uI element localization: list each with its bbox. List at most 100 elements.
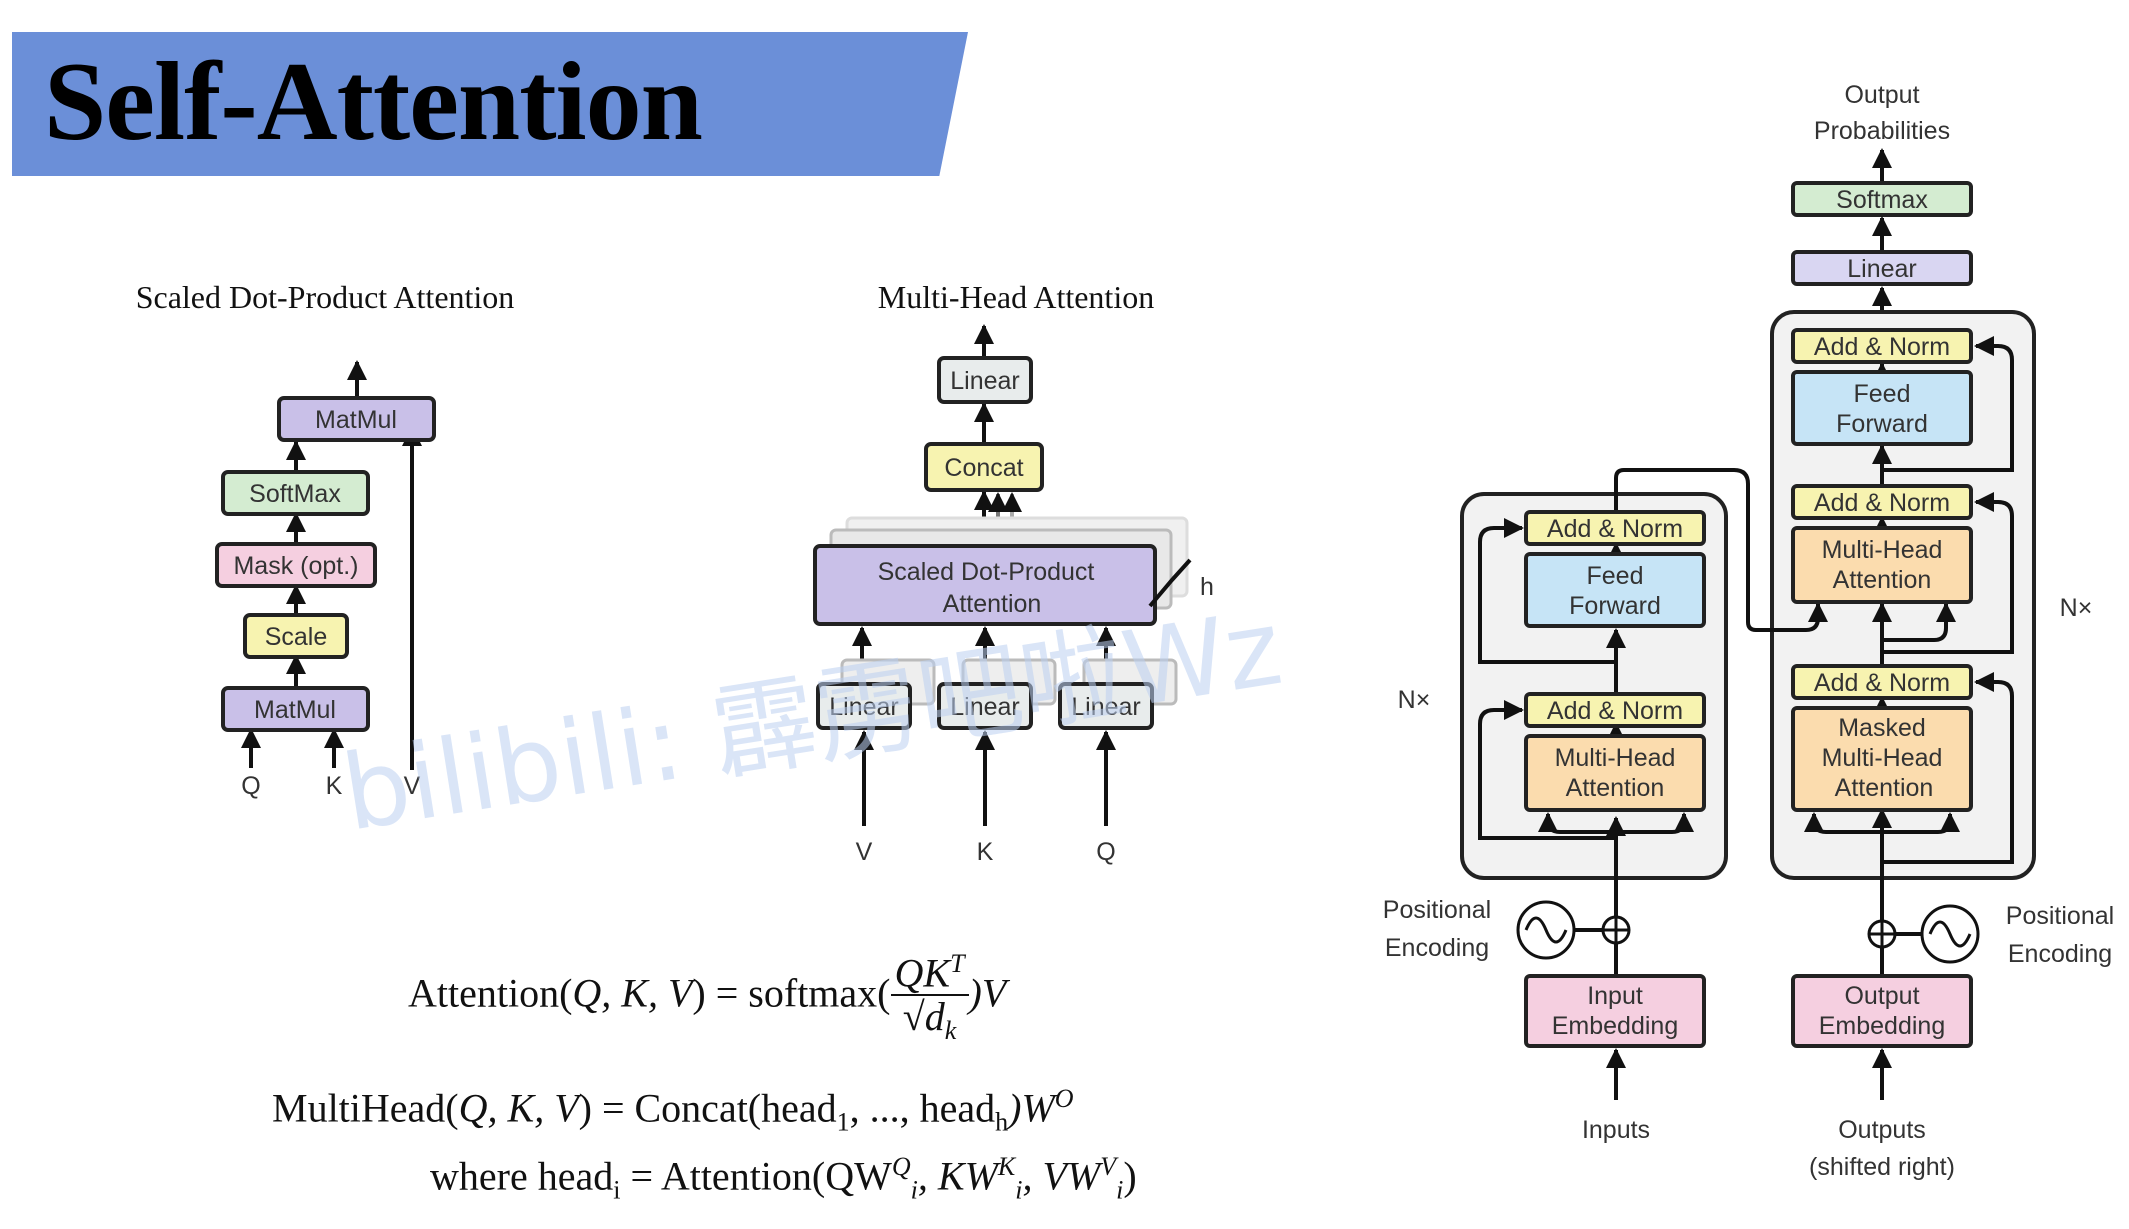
enc-mha — [1524, 734, 1706, 812]
dec-addnorm-top — [1791, 328, 1973, 364]
output-prob-line1: Output — [1844, 81, 1919, 109]
enc-split-right — [1616, 812, 1694, 834]
enc-addnorm-top-label: Add & Norm — [1547, 515, 1683, 543]
dec-masked-line3: Attention — [1835, 774, 1934, 802]
multihead-formula-lhs: MultiHead( — [272, 1085, 459, 1131]
dec-masked-mha — [1791, 706, 1973, 812]
mha-linear-1 — [816, 682, 912, 730]
input-embedding — [1524, 974, 1706, 1048]
mha-linear-top — [937, 356, 1033, 404]
sdpa-matmul-top-label: MatMul — [315, 406, 397, 434]
enc-to-decoder — [1614, 468, 1828, 632]
sdpa-matmul-bottom-label: MatMul — [254, 696, 336, 724]
where-formula-k-sub: i — [1015, 1175, 1023, 1205]
sdpa-scale — [243, 613, 349, 659]
mha-diagram: Multi-Head Attention Linear Concat Scale… — [813, 279, 1214, 866]
enc-addnorm-top — [1524, 510, 1706, 546]
output-embedding-line2: Embedding — [1819, 1012, 1945, 1040]
where-formula-sub: i — [613, 1175, 621, 1205]
sdpa-diagram: Scaled Dot-Product Attention MatMul Soft… — [136, 279, 515, 800]
attention-formula-lhs: Attention( — [408, 970, 573, 1016]
multihead-formula-subh: h — [995, 1107, 1009, 1137]
where-formula-text: where head — [430, 1153, 614, 1199]
enc-add-icon-cross — [1603, 917, 1629, 943]
dec-add-icon-cross — [1869, 921, 1895, 947]
attention-fraction-den-sub: k — [944, 1016, 957, 1046]
sdpa-softmax-label: SoftMax — [249, 480, 341, 508]
sdpa-scale-label: Scale — [265, 623, 328, 651]
attention-fraction: QKT√dk — [890, 950, 969, 1046]
dec-split-right — [1882, 812, 1960, 834]
dec-residual-1 — [1882, 672, 2014, 864]
enc-pe-line2: Encoding — [1385, 934, 1489, 962]
sdpa-input-v: V — [404, 772, 421, 800]
where-formula-k-sup: K — [997, 1152, 1016, 1181]
inputs-label: Inputs — [1582, 1116, 1650, 1144]
sdpa-matmul-top — [277, 396, 436, 442]
where-formula-k: , KW — [917, 1153, 998, 1199]
mha-linear-2 — [937, 682, 1033, 730]
enc-addnorm-bottom-label: Add & Norm — [1547, 697, 1683, 725]
sdpa-matmul-bottom — [221, 686, 370, 732]
dec-masked-line1: Masked — [1838, 714, 1926, 742]
dec-feedforward-line2: Forward — [1836, 410, 1928, 438]
enc-mha-line2: Attention — [1566, 774, 1665, 802]
page-title: Self-Attention — [44, 40, 703, 164]
output-embedding-line1: Output — [1844, 982, 1919, 1010]
multihead-formula-mid: ) = Concat(head — [578, 1085, 837, 1131]
tf-softmax-label: Softmax — [1836, 186, 1928, 214]
mha-h-label: h — [1200, 573, 1214, 601]
multihead-formula-rhs: )W — [1008, 1085, 1055, 1131]
outputs-line2: (shifted right) — [1809, 1153, 1955, 1181]
enc-residual-2 — [1478, 518, 1616, 664]
enc-feedforward-line2: Forward — [1569, 592, 1661, 620]
dec-residual-2 — [1882, 492, 2014, 654]
dec-nx-label: N× — [2060, 594, 2093, 622]
dec-sine-wave — [1928, 920, 1972, 948]
mha-input-v: V — [856, 838, 873, 866]
sdpa-title: Scaled Dot-Product Attention — [136, 279, 515, 315]
enc-sine-wave — [1524, 916, 1568, 944]
mha-linear-2-label: Linear — [950, 693, 1020, 721]
attention-formula: Attention(Q, K, V) = softmax(QKT√dk)V — [408, 950, 1006, 1045]
enc-residual-1 — [1478, 700, 1616, 840]
where-formula-v-sup: V — [1100, 1152, 1117, 1181]
dec-mha-line2: Attention — [1833, 566, 1932, 594]
attention-fraction-den: √d — [902, 994, 945, 1040]
multihead-formula-dots: , ..., head — [849, 1085, 996, 1131]
sdpa-input-q: Q — [241, 772, 260, 800]
mha-linear-3-label: Linear — [1071, 693, 1141, 721]
where-formula-mid: = Attention(QW — [620, 1153, 892, 1199]
sdpa-softmax — [221, 470, 370, 516]
encoder-block — [1460, 492, 1728, 880]
enc-nx-label: N× — [1398, 686, 1431, 714]
dec-addnorm-top-label: Add & Norm — [1814, 333, 1950, 361]
sdpa-mask — [215, 542, 377, 588]
multihead-formula: MultiHead(Q, K, V) = Concat(head1, ..., … — [272, 1084, 1074, 1137]
where-formula-end: ) — [1123, 1153, 1137, 1199]
attention-fraction-num: QK — [894, 950, 951, 996]
attention-formula-mid: ) = softmax( — [692, 970, 891, 1016]
enc-mha-line1: Multi-Head — [1555, 744, 1676, 772]
transformer-diagram: Output Probabilities Softmax Linear Add … — [1383, 81, 2114, 1181]
where-formula: where headi = Attention(QWQi, KWKi, VWVi… — [430, 1152, 1137, 1205]
mha-linear-3 — [1058, 682, 1154, 730]
mha-linear-top-label: Linear — [950, 367, 1020, 395]
mha-concat — [924, 442, 1044, 492]
dec-addnorm-mid-label: Add & Norm — [1814, 489, 1950, 517]
multihead-formula-sub1: 1 — [836, 1107, 850, 1137]
outputs-line1: Outputs — [1838, 1116, 1926, 1144]
tf-linear-label: Linear — [1847, 255, 1917, 283]
tf-softmax — [1791, 181, 1973, 217]
attention-formula-rhs: )V — [968, 970, 1007, 1016]
dec-pe-line2: Encoding — [2008, 940, 2112, 968]
dec-split-left — [1804, 812, 1882, 834]
mha-sdpa-label-1: Scaled Dot-Product — [878, 558, 1095, 586]
input-embedding-line2: Embedding — [1552, 1012, 1678, 1040]
title-banner — [12, 32, 968, 176]
enc-feedforward-line1: Feed — [1587, 562, 1644, 590]
output-embedding — [1791, 974, 1973, 1048]
dec-pe-line1: Positional — [2006, 902, 2114, 930]
enc-feedforward — [1524, 552, 1706, 628]
